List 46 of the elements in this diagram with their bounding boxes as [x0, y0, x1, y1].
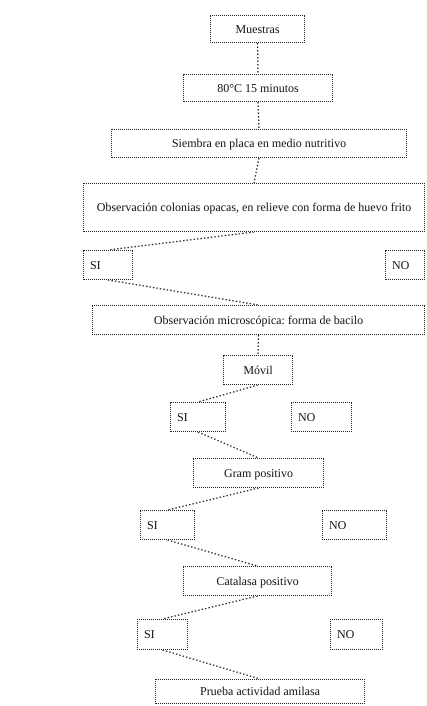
answer-box — [322, 510, 387, 540]
box-text: NO — [329, 516, 346, 534]
answer-box — [385, 250, 425, 280]
box-text: Siembra en placa en medio nutritivo — [172, 135, 346, 152]
box-text: Muestras — [236, 20, 280, 38]
connector-line — [257, 334, 260, 356]
box-text: NO — [298, 408, 316, 426]
answer-box — [330, 619, 383, 650]
connector-line — [257, 102, 260, 130]
box-text: SI — [177, 408, 188, 426]
box-text: SI — [90, 256, 101, 274]
box-text: SI — [144, 626, 155, 643]
box-text: Gram positivo — [224, 464, 293, 482]
process-box — [223, 355, 293, 385]
box-text: Catalasa positivo — [216, 572, 299, 590]
box-text: Observación microscópica: forma de bacilo — [154, 312, 364, 328]
box-text: NO — [392, 256, 410, 274]
process-box — [183, 566, 332, 596]
box-text: 80°C 15 minutos — [217, 80, 299, 96]
process-box — [83, 183, 425, 232]
process-box — [111, 129, 407, 158]
box-text: Observación colonias opacas, en relieve con forma de huevo frito — [96, 199, 412, 216]
answer-box — [140, 510, 195, 540]
answer-box — [83, 250, 133, 280]
process-box — [155, 679, 365, 704]
connector-line — [167, 539, 258, 567]
connector-line — [162, 595, 258, 620]
box-text: Prueba actividad amilasa — [200, 683, 320, 700]
connector-line — [198, 384, 258, 403]
connector-line — [108, 231, 254, 251]
process-box — [193, 458, 324, 488]
process-box — [92, 305, 425, 335]
connector-line — [108, 279, 259, 306]
answer-box — [170, 402, 226, 432]
box-text: Móvil — [243, 362, 273, 378]
answer-box — [291, 402, 352, 432]
box-text: NO — [337, 626, 354, 643]
connector-line — [198, 431, 259, 459]
connector-line — [167, 487, 259, 511]
process-box — [210, 15, 305, 43]
connector-line — [253, 158, 260, 184]
connector-line — [162, 649, 260, 680]
answer-box — [137, 619, 188, 650]
process-box — [183, 74, 333, 102]
connector-line — [256, 42, 259, 74]
box-text: SI — [147, 516, 158, 534]
